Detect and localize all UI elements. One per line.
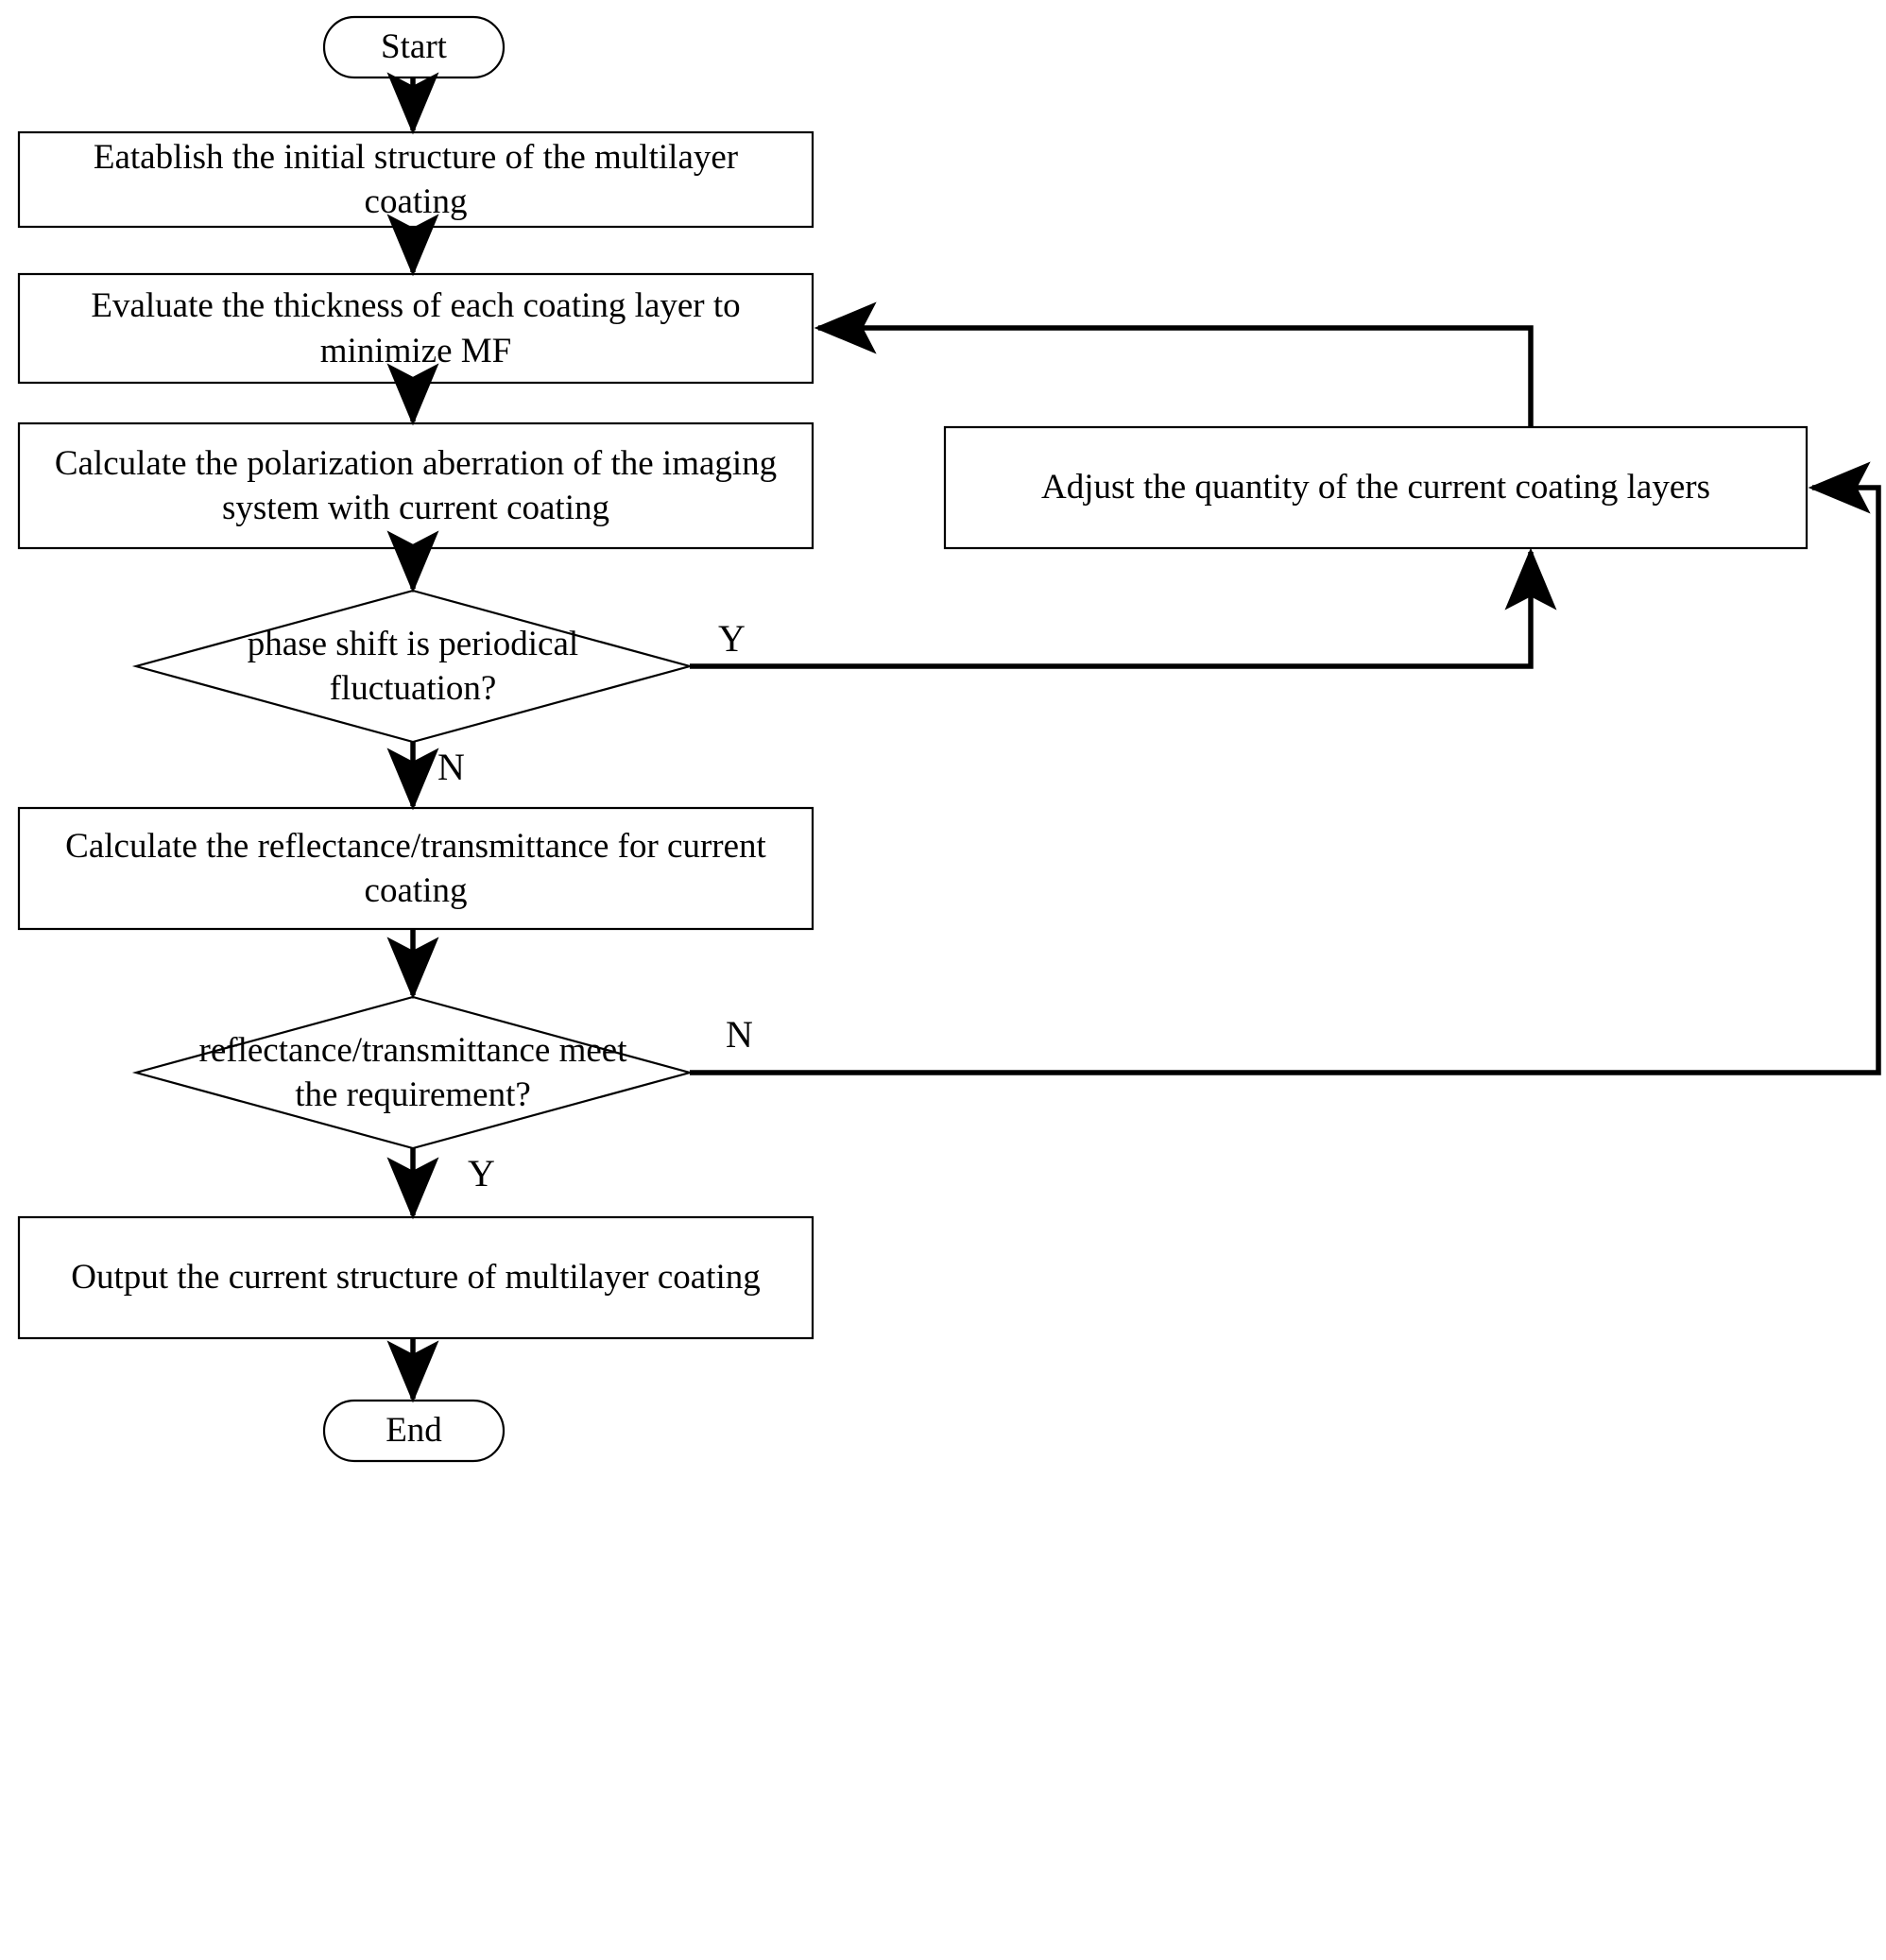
- node-shape-start: [322, 15, 506, 79]
- edge-decision-reflectance-no-to-adjust: [690, 461, 1881, 1075]
- node-shape-calc-reflectance: [17, 806, 814, 931]
- edge-label-reflectance-no: N: [726, 1013, 753, 1056]
- node-shape-decision-phase: [131, 589, 694, 744]
- node-shape-end: [322, 1399, 506, 1463]
- edge-adjust-to-evaluate: [814, 301, 1534, 427]
- node-shape-evaluate: [17, 272, 814, 385]
- edge-label-reflectance-yes: Y: [468, 1152, 495, 1195]
- edge-label-phase-yes: Y: [718, 617, 746, 660]
- node-shape-calc-polarization: [17, 421, 814, 550]
- node-shape-adjust: [943, 425, 1809, 550]
- node-shape-establish: [17, 130, 814, 229]
- edge-label-phase-no: N: [437, 746, 465, 788]
- node-shape-decision-reflectance: [131, 995, 694, 1150]
- node-shape-output: [17, 1215, 814, 1340]
- edge-decision-phase-yes-to-adjust: [690, 547, 1557, 669]
